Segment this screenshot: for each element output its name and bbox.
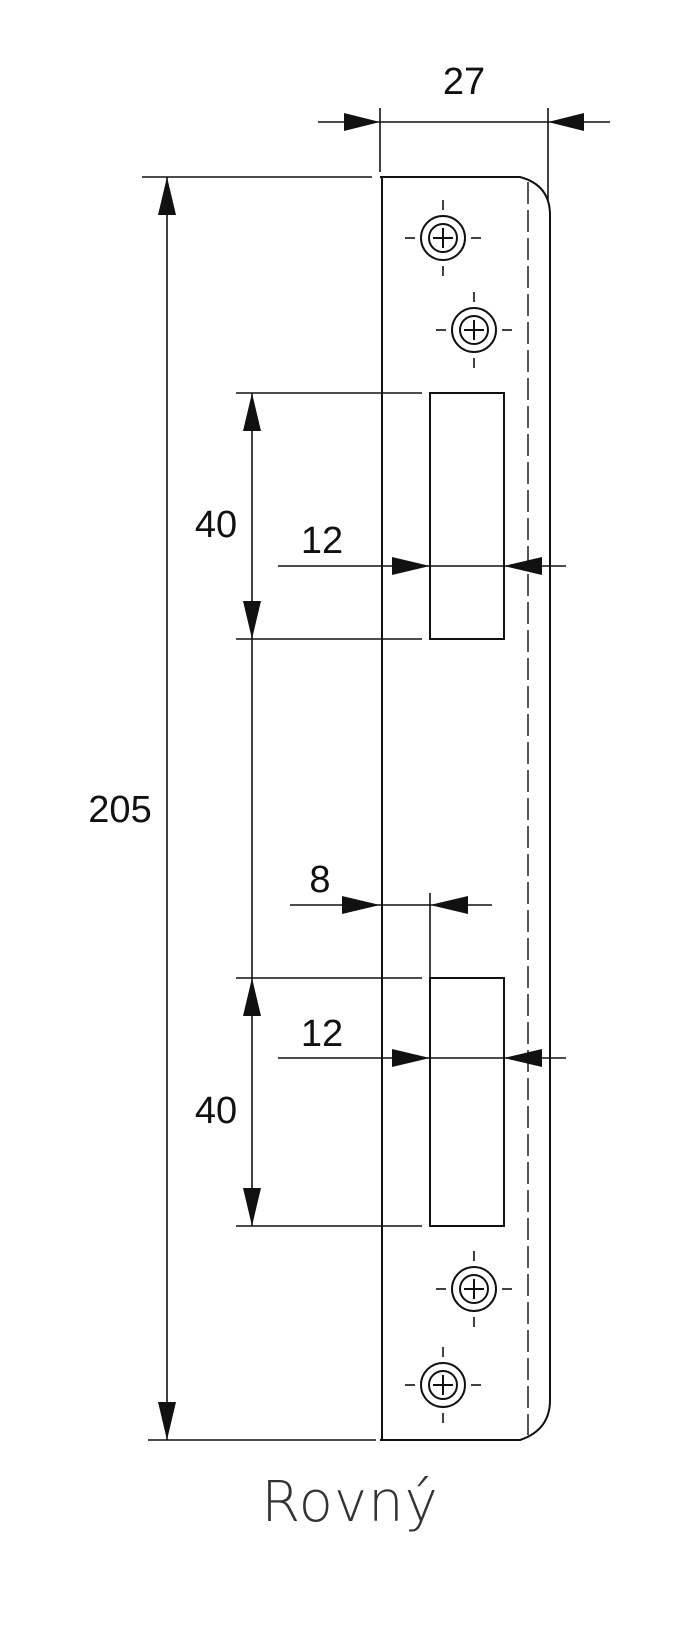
dimension-total-height: 205 [88, 176, 376, 1441]
dim-label-40-lower: 40 [195, 1090, 237, 1132]
dim-label-205: 205 [88, 789, 151, 831]
lower-latch-opening [429, 977, 505, 1227]
strike-plate-body [379, 176, 551, 1441]
dim-label-8: 8 [309, 859, 330, 901]
screw-hole [405, 1347, 481, 1423]
screw-hole [436, 1251, 512, 1327]
screw-hole [436, 292, 512, 368]
dimension-lower-opening-depth: 12 [236, 977, 566, 1067]
dimension-width: 27 [318, 61, 610, 200]
dimension-upper-opening-height: 40 [195, 392, 422, 980]
screw-hole [405, 200, 481, 276]
dimension-upper-opening-depth: 12 [278, 520, 566, 575]
dim-label-12-upper: 12 [301, 520, 343, 562]
upper-latch-opening [429, 392, 505, 640]
dim-label-40-upper: 40 [195, 504, 237, 546]
dimension-edge-offset: 8 [290, 859, 492, 978]
model-caption: Rovný [261, 1470, 439, 1535]
dimension-lower-opening-height: 40 [195, 978, 422, 1227]
dim-label-12-lower: 12 [301, 1013, 343, 1055]
dim-label-27: 27 [443, 61, 485, 103]
